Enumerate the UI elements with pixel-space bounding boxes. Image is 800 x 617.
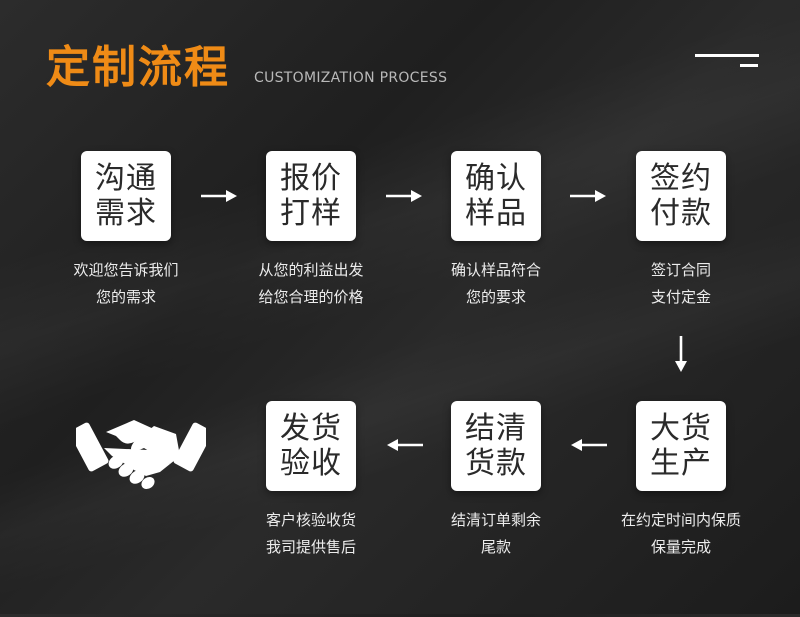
step-description: 结清订单剩余 尾款 bbox=[411, 507, 581, 561]
step-desc-line2: 您的需求 bbox=[95, 288, 156, 306]
step-label-line2: 生产 bbox=[650, 446, 712, 481]
step-description: 签订合同 支付定金 bbox=[596, 257, 766, 311]
step-box-confirm-sample: 确认 样品 bbox=[451, 151, 541, 241]
step-label-line1: 发货 bbox=[280, 411, 342, 446]
step-label-line1: 大货 bbox=[650, 411, 712, 446]
step-desc-line1: 在约定时间内保质 bbox=[620, 511, 741, 529]
step-desc-line1: 结清订单剩余 bbox=[450, 511, 541, 529]
arrow-down-icon bbox=[675, 336, 687, 372]
handshake-icon bbox=[76, 420, 206, 490]
step-desc-line1: 从您的利益出发 bbox=[258, 261, 364, 279]
step-desc-line2: 尾款 bbox=[480, 538, 511, 556]
step-desc-line2: 给您合理的价格 bbox=[258, 288, 364, 306]
step-label-line1: 结清 bbox=[465, 411, 527, 446]
step-desc-line1: 客户核验收货 bbox=[265, 511, 356, 529]
step-label-line1: 报价 bbox=[280, 161, 342, 196]
step-box-mass-production: 大货 生产 bbox=[636, 401, 726, 491]
step-desc-line2: 保量完成 bbox=[650, 538, 711, 556]
arrow-right-icon bbox=[386, 190, 422, 202]
step-desc-line2: 我司提供售后 bbox=[265, 538, 356, 556]
step-label-line1: 签约 bbox=[650, 161, 712, 196]
decorative-line bbox=[740, 64, 758, 67]
page-title: 定制流程 bbox=[46, 42, 230, 93]
step-box-ship-inspect: 发货 验收 bbox=[266, 401, 356, 491]
step-desc-line1: 签订合同 bbox=[650, 261, 711, 279]
step-description: 客户核验收货 我司提供售后 bbox=[226, 507, 396, 561]
step-desc-line2: 您的要求 bbox=[465, 288, 526, 306]
step-box-communicate: 沟通 需求 bbox=[81, 151, 171, 241]
step-box-settle-payment: 结清 货款 bbox=[451, 401, 541, 491]
decorative-line bbox=[695, 54, 759, 57]
arrow-right-icon bbox=[201, 190, 237, 202]
arrow-left-icon bbox=[387, 439, 423, 451]
step-label-line2: 货款 bbox=[465, 446, 527, 481]
step-label-line1: 确认 bbox=[465, 161, 527, 196]
step-description: 在约定时间内保质 保量完成 bbox=[596, 507, 766, 561]
page-subtitle: CUSTOMIZATION PROCESS bbox=[254, 70, 448, 86]
step-desc-line2: 支付定金 bbox=[650, 288, 711, 306]
step-desc-line1: 确认样品符合 bbox=[450, 261, 541, 279]
step-description: 欢迎您告诉我们 您的需求 bbox=[41, 257, 211, 311]
step-description: 确认样品符合 您的要求 bbox=[411, 257, 581, 311]
step-desc-line1: 欢迎您告诉我们 bbox=[73, 261, 179, 279]
step-label-line1: 沟通 bbox=[95, 161, 157, 196]
step-box-quote: 报价 打样 bbox=[266, 151, 356, 241]
step-box-sign-pay: 签约 付款 bbox=[636, 151, 726, 241]
step-label-line2: 样品 bbox=[465, 196, 527, 231]
step-label-line2: 需求 bbox=[95, 196, 157, 231]
step-description: 从您的利益出发 给您合理的价格 bbox=[226, 257, 396, 311]
arrow-right-icon bbox=[570, 190, 606, 202]
step-label-line2: 验收 bbox=[280, 446, 342, 481]
step-label-line2: 打样 bbox=[280, 196, 342, 231]
step-label-line2: 付款 bbox=[650, 196, 712, 231]
arrow-left-icon bbox=[571, 439, 607, 451]
